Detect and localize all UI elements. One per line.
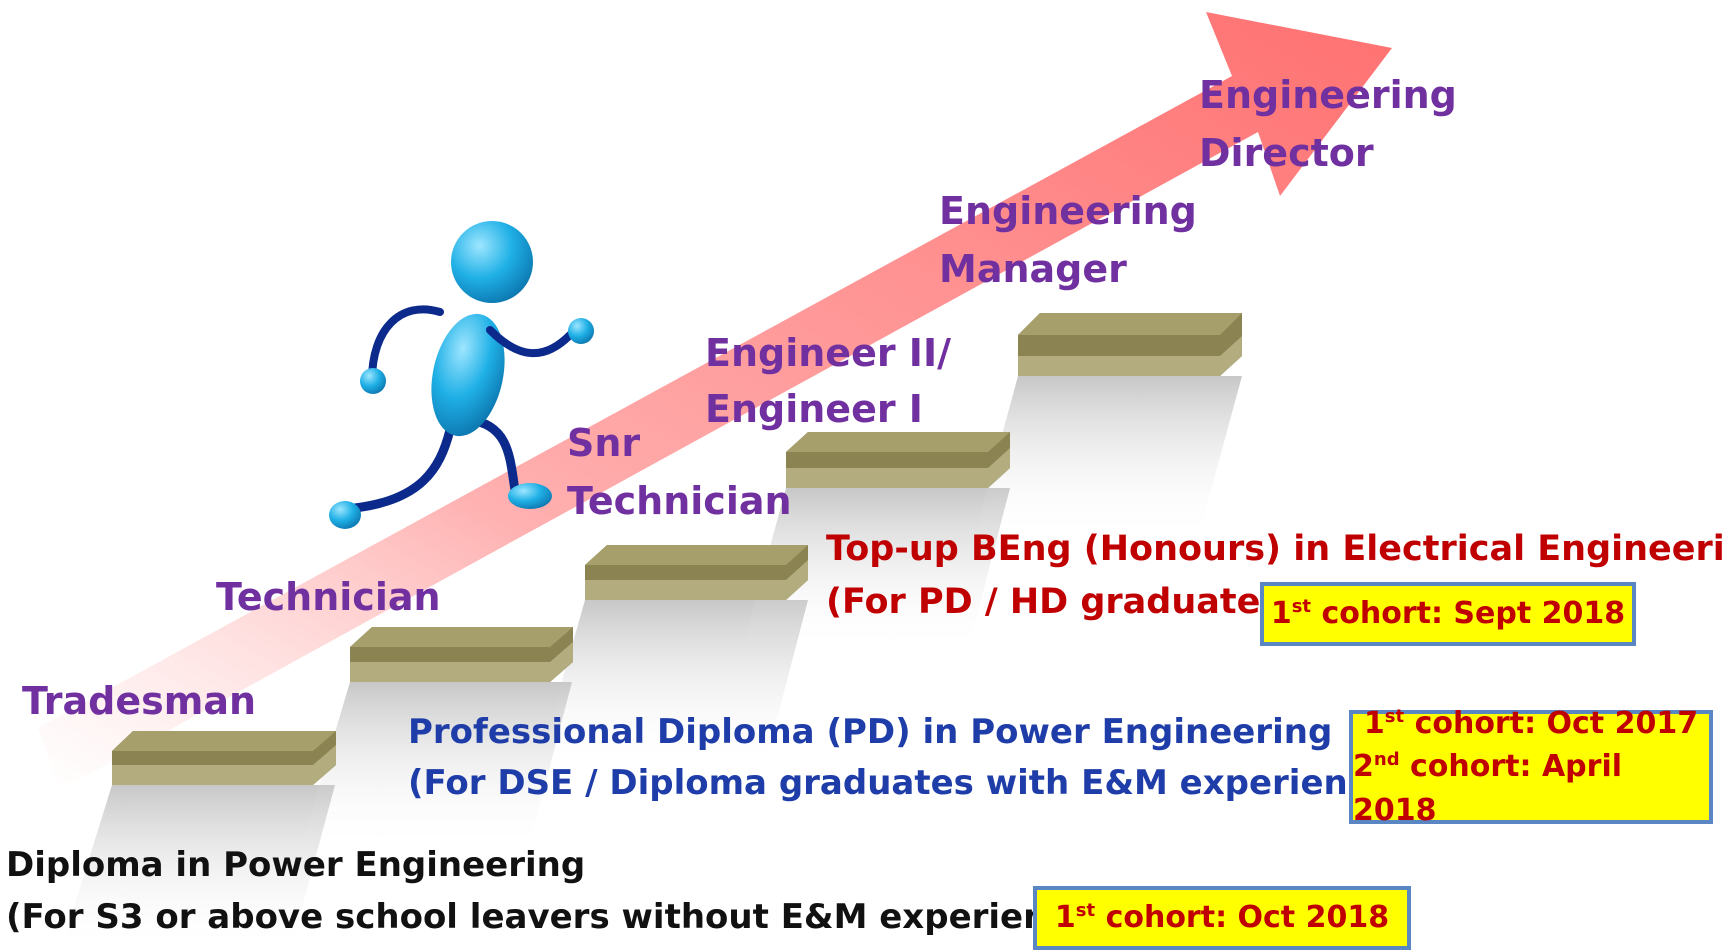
running-person-icon <box>329 221 594 529</box>
role-manager-line1: Engineering <box>939 189 1197 233</box>
programme-pd-title: Professional Diploma (PD) in Power Engin… <box>408 712 1333 752</box>
step-1 <box>112 731 336 785</box>
cohort-beng: 1st cohort: Sept 2018 <box>1270 596 1626 632</box>
role-manager-line2: Manager <box>939 247 1127 291</box>
growth-arrow-icon <box>38 12 1392 790</box>
cohort-diploma: 1st cohort: Oct 2018 <box>1054 900 1390 936</box>
step-shadows <box>60 376 1242 952</box>
cohort-box-diploma: 1st cohort: Oct 2018 <box>1033 886 1411 950</box>
step-4 <box>786 432 1010 488</box>
step-2 <box>350 627 573 682</box>
cohort-box-pd: 1st cohort: Oct 2017 2nd cohort: April 2… <box>1349 706 1713 828</box>
cohort-pd-1: 1st cohort: Oct 2017 <box>1363 705 1699 741</box>
role-tradesman: Tradesman <box>22 679 257 723</box>
role-engineer-line1: Engineer II/ <box>705 331 951 375</box>
cohort-pd-2: 2nd cohort: April 2018 <box>1353 749 1623 828</box>
step-3 <box>585 545 808 600</box>
programme-pd-subtitle: (For DSE / Diploma graduates with E&M ex… <box>408 763 1407 803</box>
programme-diploma-title: Diploma in Power Engineering <box>6 845 586 885</box>
role-snr-technician-line2: Technician <box>567 479 792 523</box>
step-5 <box>1018 313 1242 376</box>
role-director-line1: Engineering <box>1199 73 1457 117</box>
programme-beng-title: Top-up BEng (Honours) in Electrical Engi… <box>826 529 1727 569</box>
role-technician: Technician <box>216 575 441 619</box>
programme-beng-subtitle: (For PD / HD graduates) <box>826 582 1298 622</box>
cohort-box-beng: 1st cohort: Sept 2018 <box>1260 582 1636 646</box>
programme-diploma-subtitle: (For S3 or above school leavers without … <box>6 897 1107 937</box>
role-director-line2: Director <box>1199 131 1374 175</box>
role-engineer-line2: Engineer I <box>705 387 923 431</box>
role-snr-technician-line1: Snr <box>567 421 641 465</box>
